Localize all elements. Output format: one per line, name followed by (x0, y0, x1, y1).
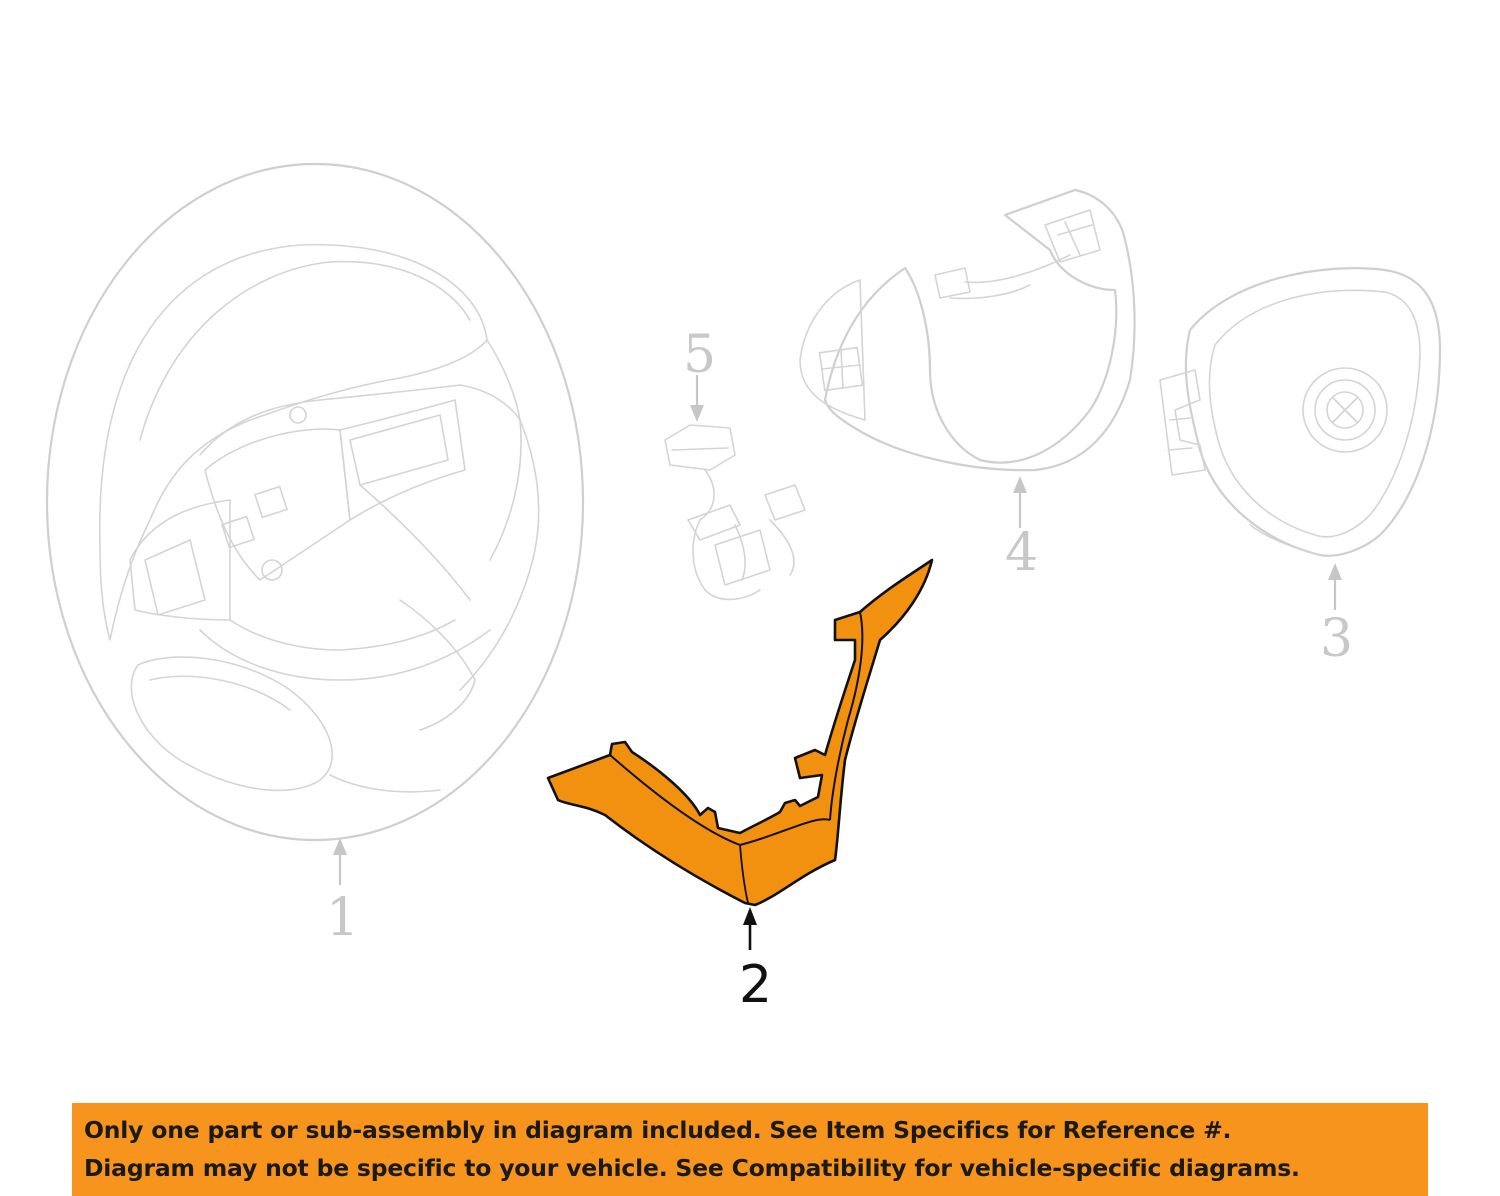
lower-cover-shape (546, 558, 934, 907)
disclaimer-line-2: Diagram may not be specific to your vehi… (84, 1154, 1300, 1182)
callout-arrow-1 (333, 838, 347, 885)
disclaimer-banner: Only one part or sub-assembly in diagram… (72, 1103, 1428, 1196)
callout-number-5: 5 (683, 325, 716, 385)
steering-wheel-part-1 (45, 162, 585, 842)
callout-number-1: 1 (326, 888, 359, 948)
wiring-harness-part-5 (664, 424, 806, 601)
switch-assembly-part-4 (799, 188, 1136, 472)
disclaimer-line-1: Only one part or sub-assembly in diagram… (84, 1116, 1232, 1144)
callout-number-3: 3 (1320, 609, 1353, 669)
callout-arrow-3 (1328, 563, 1342, 610)
callout-arrow-2 (743, 907, 757, 950)
callout-arrow-4 (1013, 476, 1027, 528)
callout-number-4: 4 (1005, 523, 1038, 583)
callout-number-2: 2 (739, 955, 772, 1015)
airbag-module-part-3 (1159, 267, 1442, 557)
callout-arrow-5 (690, 375, 704, 422)
lower-cover-part-2 (546, 558, 934, 907)
